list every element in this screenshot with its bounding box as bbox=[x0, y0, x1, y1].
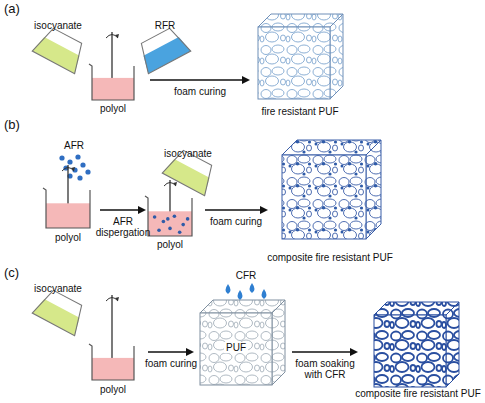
label: RFR bbox=[155, 20, 176, 31]
pouring-flask bbox=[32, 25, 88, 74]
process-arrow bbox=[205, 206, 268, 214]
panel-letter: (c) bbox=[4, 266, 19, 280]
process-arrow bbox=[148, 348, 194, 356]
label: AFR dispergation bbox=[92, 216, 154, 238]
afr-particle bbox=[67, 159, 72, 164]
label: polyol bbox=[55, 232, 81, 243]
label: isocyanate bbox=[34, 20, 82, 31]
label: composite fire resistant PUF bbox=[355, 388, 481, 399]
process-arrow bbox=[292, 348, 358, 356]
label: composite fire resistant PUF bbox=[267, 252, 393, 263]
pouring-flask bbox=[134, 25, 190, 74]
afr-particle bbox=[80, 162, 85, 167]
label: foam curing bbox=[210, 216, 262, 227]
beaker bbox=[89, 344, 134, 380]
label: foam curing bbox=[145, 358, 197, 369]
label: PUF bbox=[224, 342, 248, 353]
afr-particle bbox=[77, 175, 82, 180]
foam-cube bbox=[200, 300, 285, 385]
cfr-drop bbox=[226, 284, 231, 294]
label: isocyanate bbox=[164, 148, 212, 159]
process-arrow bbox=[150, 76, 250, 84]
pouring-flask bbox=[162, 147, 218, 196]
beaker bbox=[89, 64, 134, 100]
afr-particle bbox=[59, 155, 64, 160]
label: polyol bbox=[100, 384, 126, 395]
foam-cube bbox=[374, 302, 459, 387]
label: isocyanate bbox=[34, 283, 82, 294]
panel-letter: (b) bbox=[4, 118, 20, 132]
beaker bbox=[43, 188, 90, 228]
label: polyol bbox=[157, 239, 183, 250]
label: polyol bbox=[100, 103, 126, 114]
foam-cube bbox=[258, 14, 343, 99]
cfr-drop bbox=[262, 289, 267, 299]
afr-particle bbox=[85, 169, 90, 174]
label: foam soaking with CFR bbox=[294, 358, 356, 380]
process-arrow bbox=[100, 206, 146, 214]
beaker bbox=[145, 196, 192, 236]
cfr-drop bbox=[238, 290, 243, 300]
cfr-drop bbox=[250, 283, 255, 293]
label: CFR bbox=[236, 270, 257, 281]
afr-particle bbox=[75, 154, 80, 159]
label: AFR bbox=[64, 140, 84, 151]
panel-letter: (a) bbox=[4, 2, 20, 16]
label: foam curing bbox=[174, 86, 226, 97]
label: fire resistant PUF bbox=[261, 106, 338, 117]
foam-cube bbox=[282, 140, 381, 239]
